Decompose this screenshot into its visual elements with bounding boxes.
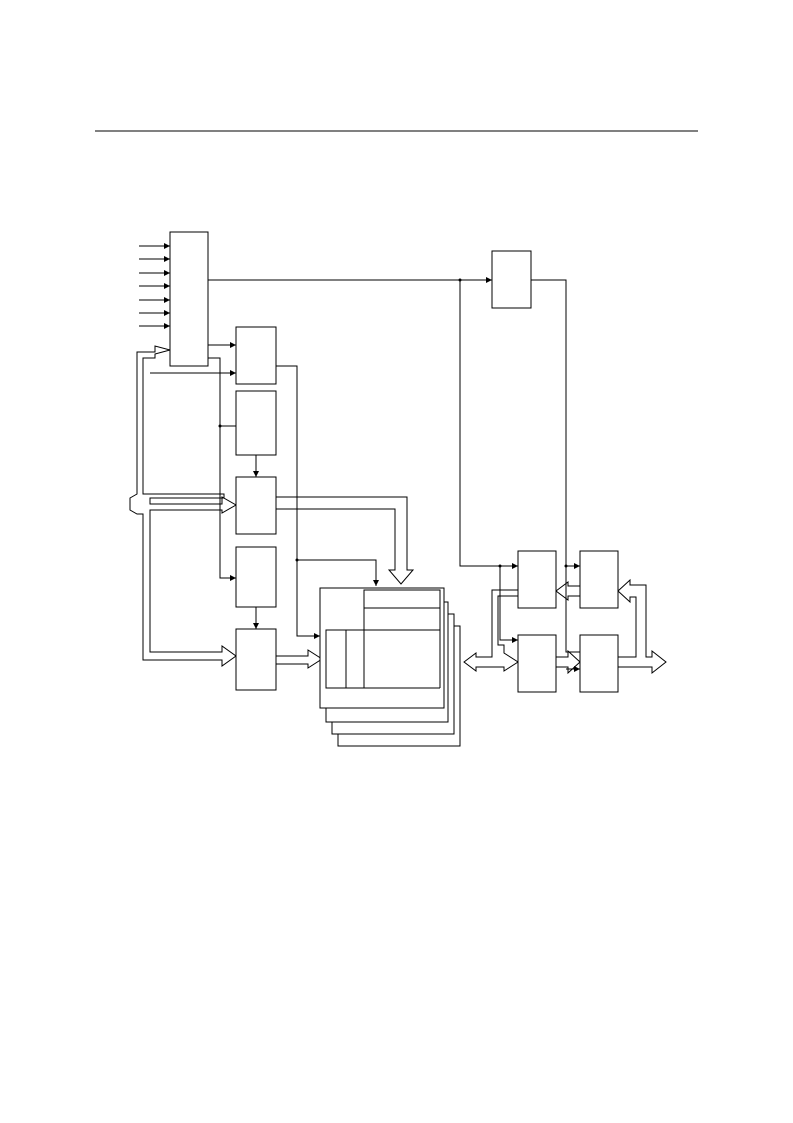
line-top-right-down [531, 279, 580, 653]
left-block-2 [235, 390, 277, 456]
left-block-4 [235, 546, 277, 608]
input-control-block [169, 231, 209, 367]
right-block-top-right [579, 550, 619, 609]
memory-array-stack [319, 587, 461, 747]
bus-arrow-right-top [555, 581, 581, 601]
left-block-1 [235, 326, 277, 385]
line-right-inner [499, 566, 518, 643]
bus-arrow-block5-to-memory [275, 649, 323, 669]
right-block-bottom-left [517, 634, 557, 693]
right-block-bottom-right [579, 634, 619, 693]
bus-arrow-right-bottom [555, 649, 581, 675]
line-block1-to-memory [276, 365, 320, 639]
left-block-3 [235, 476, 277, 535]
left-block-5 [235, 628, 277, 691]
input-signal-arrows [139, 243, 170, 329]
right-block-top-left [517, 550, 557, 609]
bus-arrow-right-external [617, 578, 667, 675]
top-right-block [491, 250, 532, 309]
bus-arrow-memory-to-right [463, 589, 519, 672]
line-branch-to-right-blocks [459, 280, 518, 569]
bus-arrow-block3-to-memory-a [275, 496, 415, 585]
